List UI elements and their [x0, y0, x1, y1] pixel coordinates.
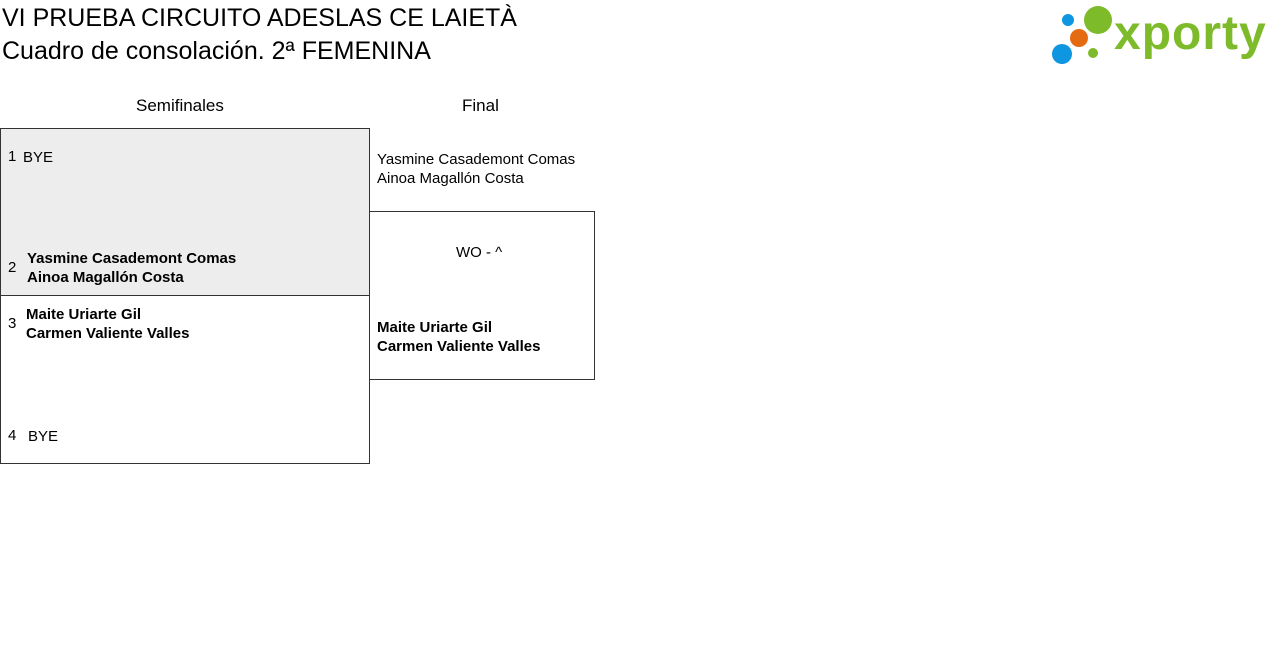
- page-title: VI PRUEBA CIRCUITO ADESLAS CE LAIETÀ Cua…: [2, 2, 517, 68]
- logo-green-dot-icon: [1084, 6, 1112, 34]
- final-match[interactable]: WO - ^ Maite Uriarte Gil Carmen Valiente…: [369, 211, 595, 380]
- logo-blue-dot-small-icon: [1062, 14, 1074, 26]
- player-name: Maite Uriarte Gil: [26, 306, 142, 323]
- draw-subtitle: Cuadro de consolación. 2ª FEMENINA: [2, 37, 431, 65]
- tournament-title: VI PRUEBA CIRCUITO ADESLAS CE LAIETÀ: [2, 4, 517, 32]
- logo-wordmark: xporty: [1114, 7, 1267, 60]
- player-name: Yasmine Casademont Comas: [377, 151, 576, 168]
- round-header-semifinals: Semifinales: [136, 96, 224, 115]
- player-name: Ainoa Magallón Costa: [27, 269, 184, 286]
- player-name: BYE: [23, 149, 54, 166]
- logo-blue-dot-icon: [1052, 44, 1072, 64]
- final-team-bottom[interactable]: Maite Uriarte Gil Carmen Valiente Valles: [377, 318, 540, 356]
- final-team-top[interactable]: Yasmine Casademont Comas Ainoa Magallón …: [377, 150, 595, 188]
- seed-number: 4: [8, 427, 17, 444]
- round-header-final: Final: [462, 96, 499, 115]
- logo-orange-dot-icon: [1070, 29, 1088, 47]
- match-result: WO - ^: [456, 244, 503, 261]
- seed-number: 1: [8, 148, 17, 165]
- player-name: Maite Uriarte Gil: [377, 319, 493, 336]
- seed-number: 2: [8, 259, 17, 276]
- team-entry[interactable]: Maite Uriarte Gil Carmen Valiente Valles: [26, 305, 189, 343]
- logo-green-small-dot-icon: [1088, 48, 1098, 58]
- player-name: Ainoa Magallón Costa: [377, 170, 524, 187]
- player-name: BYE: [28, 428, 59, 445]
- player-name: Carmen Valiente Valles: [26, 325, 190, 342]
- semifinal-match-1[interactable]: 1 BYE 2 Yasmine Casademont Comas Ainoa M…: [0, 128, 370, 296]
- xporty-logo[interactable]: xporty: [1050, 4, 1278, 68]
- player-name: Yasmine Casademont Comas: [27, 250, 237, 267]
- team-entry[interactable]: BYE: [28, 427, 58, 446]
- team-entry[interactable]: BYE: [23, 148, 53, 167]
- team-entry[interactable]: Yasmine Casademont Comas Ainoa Magallón …: [27, 249, 236, 287]
- seed-number: 3: [8, 315, 17, 332]
- player-name: Carmen Valiente Valles: [377, 338, 541, 355]
- semifinal-match-2[interactable]: 3 Maite Uriarte Gil Carmen Valiente Vall…: [0, 295, 370, 464]
